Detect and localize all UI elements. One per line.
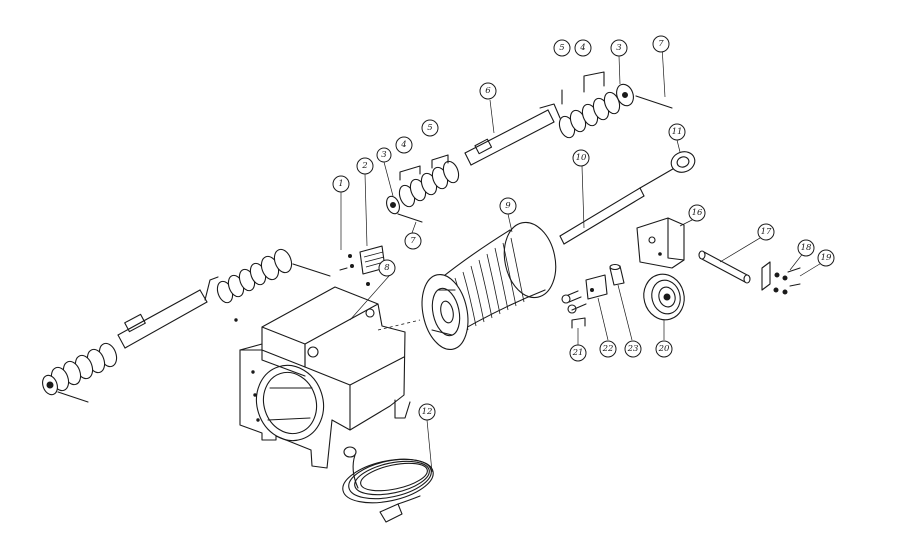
callout-1: 1 xyxy=(332,175,350,193)
callout-18-label: 18 xyxy=(801,243,812,253)
callout-4a-label: 4 xyxy=(400,140,406,150)
callout-11: 11 xyxy=(668,123,686,141)
callout-23-label: 23 xyxy=(627,344,639,354)
mounting-plate xyxy=(585,274,608,300)
left-shaft-assembly xyxy=(42,248,331,403)
bushing xyxy=(670,151,696,173)
callout-6-label: 6 xyxy=(485,86,491,96)
screw-set xyxy=(561,290,587,329)
middle-spring-set xyxy=(386,154,460,223)
leader-lines xyxy=(340,45,824,473)
callout-10-label: 10 xyxy=(576,153,587,163)
callout-19: 19 xyxy=(817,249,835,267)
callout-6: 6 xyxy=(479,82,497,100)
lower-shaft xyxy=(559,165,679,245)
callout-4a: 4 xyxy=(395,136,413,154)
housing-frame xyxy=(234,286,411,469)
callout-22: 22 xyxy=(599,340,617,358)
callout-8-label: 8 xyxy=(384,263,390,273)
callout-12: 12 xyxy=(418,403,436,421)
callout-4b: 4 xyxy=(574,39,592,57)
callout-9: 9 xyxy=(499,197,517,215)
callout-22-label: 22 xyxy=(602,344,614,354)
callout-21: 21 xyxy=(569,344,587,362)
callout-8: 8 xyxy=(378,259,396,277)
callout-19-label: 19 xyxy=(821,253,832,263)
callout-7b-label: 7 xyxy=(658,39,664,49)
callout-7a-label: 7 xyxy=(410,236,416,246)
callout-11-label: 11 xyxy=(672,127,683,137)
guide-pin xyxy=(698,250,751,284)
callout-2-label: 2 xyxy=(361,161,367,171)
callout-16: 16 xyxy=(688,204,706,222)
callout-20: 20 xyxy=(655,340,673,358)
center-line xyxy=(377,319,421,331)
spacer-tube xyxy=(609,263,625,286)
callout-12-label: 12 xyxy=(422,407,433,417)
wire-cable xyxy=(342,446,434,523)
retaining-clip xyxy=(761,261,801,295)
callout-3b-label: 3 xyxy=(616,43,621,53)
callout-17-label: 17 xyxy=(761,227,772,237)
callout-2: 2 xyxy=(356,157,374,175)
callout-1-label: 1 xyxy=(338,179,343,189)
callout-5a: 5 xyxy=(421,119,439,137)
callout-7a: 7 xyxy=(404,232,422,250)
sheave-pulley xyxy=(643,273,685,321)
upper-spring-set xyxy=(558,71,673,139)
callout-3b: 3 xyxy=(610,39,628,57)
guide-plate xyxy=(636,217,685,269)
callout-17: 17 xyxy=(757,223,775,241)
callout-3a: 3 xyxy=(376,147,392,163)
callout-5b-label: 5 xyxy=(559,43,564,53)
callout-7b: 7 xyxy=(652,35,670,53)
callout-16-label: 16 xyxy=(692,208,703,218)
callout-18: 18 xyxy=(797,239,815,257)
callout-10: 10 xyxy=(572,149,590,167)
callout-5a-label: 5 xyxy=(427,123,432,133)
bracket-plate xyxy=(339,245,386,286)
callout-5b: 5 xyxy=(553,39,571,57)
upper-shaft xyxy=(464,103,561,166)
callout-9-label: 9 xyxy=(505,201,511,211)
callout-3a-label: 3 xyxy=(381,150,386,160)
callout-21-label: 21 xyxy=(572,348,584,358)
callout-23: 23 xyxy=(624,340,642,358)
callout-4b-label: 4 xyxy=(579,43,585,53)
cable-drum xyxy=(421,221,557,350)
callout-20-label: 20 xyxy=(658,344,670,354)
